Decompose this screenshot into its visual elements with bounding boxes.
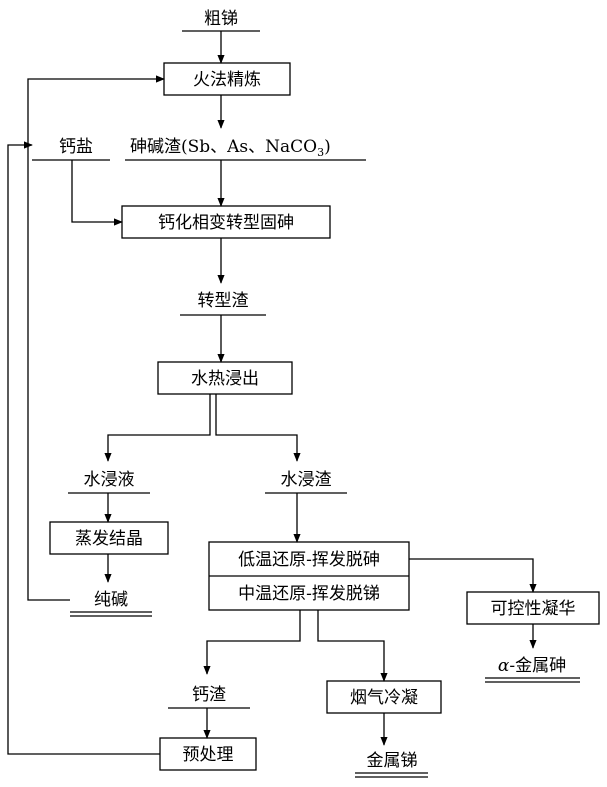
crude-antimony-label: 粗锑: [204, 9, 238, 29]
transformed-slag-label: 转型渣: [198, 291, 249, 311]
calcium-slag-label: 钙渣: [192, 685, 226, 705]
alpha-arsenic-label: α-金属砷: [498, 656, 566, 676]
arrow-reduction-to-flue-gas: [318, 610, 384, 681]
fire-refining-label: 火法精炼: [193, 70, 261, 90]
pretreatment-label: 预处理: [183, 745, 234, 765]
calcification-label: 钙化相变转型固砷: [158, 213, 294, 233]
leach-liquor-label: 水浸液: [84, 470, 135, 490]
arrow-reduction-to-calcium-slag: [207, 610, 300, 674]
low-temp-reduction-label: 低温还原-挥发脱砷: [238, 550, 380, 570]
arrow-salt-to-calcification: [72, 160, 122, 222]
alpha-symbol: α: [498, 656, 510, 676]
arsenic-alkali-slag-label: 砷碱渣(Sb、As、NaCO3): [130, 137, 331, 159]
calcium-salt-label: 钙盐: [59, 137, 93, 157]
soda-ash-label: 纯碱: [94, 590, 128, 610]
mid-temp-reduction-label: 中温还原-挥发脱锑: [238, 584, 380, 604]
hydrothermal-leach-label: 水热浸出: [191, 369, 259, 389]
slag-main-text: 砷碱渣(Sb、As、NaCO: [130, 137, 317, 157]
flue-gas-condensation-label: 烟气冷凝: [350, 688, 418, 708]
arrow-leach-to-liquor: [108, 394, 210, 461]
arrow-reduction-to-condensation: [409, 559, 533, 592]
leach-residue-label: 水浸渣: [281, 470, 332, 490]
slag-close-paren: ): [324, 137, 331, 157]
controlled-condensation-label: 可控性凝华: [491, 599, 576, 619]
arrow-leach-to-residue: [216, 394, 297, 461]
evaporation-label: 蒸发结晶: [75, 529, 143, 549]
slag-subscript: 3: [317, 146, 324, 159]
alpha-arsenic-text: -金属砷: [509, 656, 566, 676]
metal-antimony-label: 金属锑: [367, 751, 418, 771]
